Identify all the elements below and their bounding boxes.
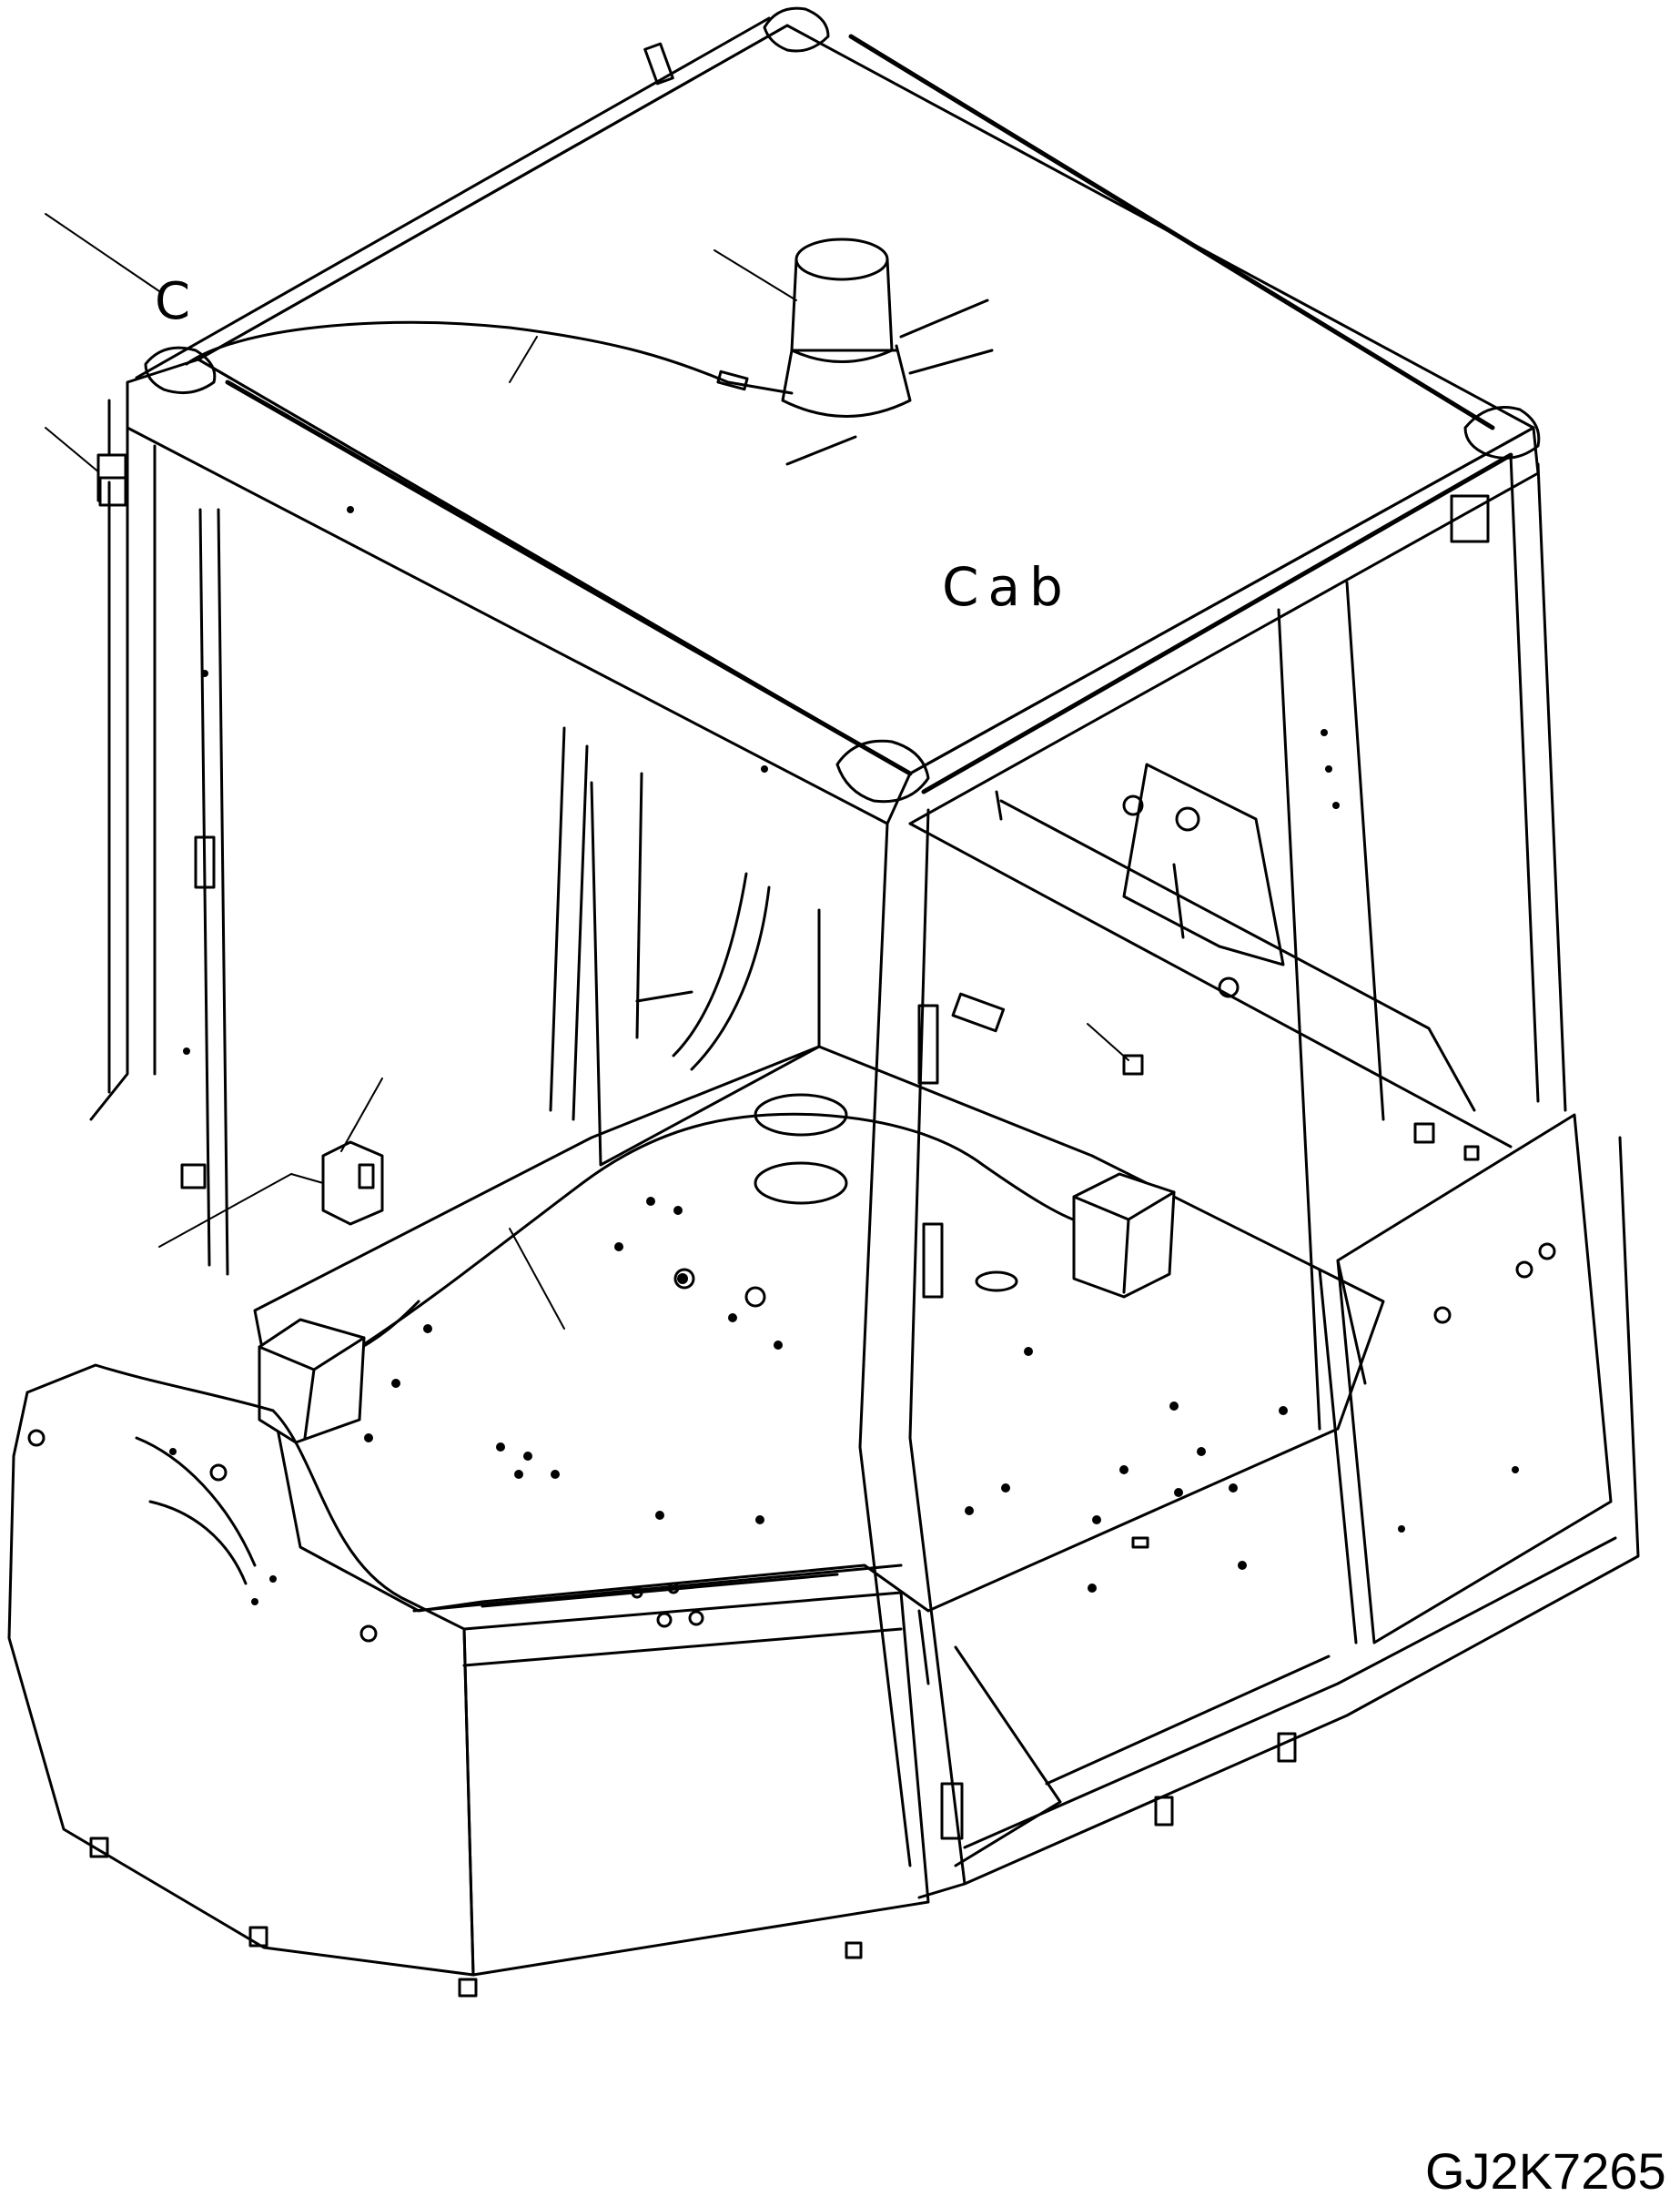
right-small-connector — [1087, 1023, 1144, 1076]
front-bottom-panel — [89, 1563, 930, 1998]
floor — [253, 1045, 1385, 1613]
relay-box-left — [258, 1318, 366, 1444]
leader-roof-harness — [509, 336, 538, 383]
left-console — [7, 1363, 475, 1977]
relay-box-right — [1072, 1172, 1176, 1299]
drawing-id: GJ2K7265 — [1425, 2142, 1666, 2200]
rear-wall — [590, 763, 1513, 1167]
floor-harness — [344, 1112, 1089, 1358]
right-base — [917, 1113, 1640, 1886]
roof-harness — [185, 320, 794, 395]
roof-corner-right — [1463, 406, 1541, 460]
roof-corner-back — [763, 6, 830, 53]
right-side-panel — [1336, 1113, 1613, 1644]
switch — [158, 1078, 384, 1248]
left-top-connector — [45, 399, 127, 507]
leader-floor-harness — [509, 1228, 565, 1330]
leader-left-connector — [45, 427, 101, 474]
beacon-lamp — [713, 238, 994, 466]
pillar-brackets — [180, 494, 1490, 1299]
roof-corner-front — [835, 739, 930, 804]
leader-beacon-lamp — [713, 249, 797, 301]
pillars — [89, 426, 1567, 1899]
callout-c-label: C — [155, 272, 190, 331]
callout-c: C — [45, 213, 190, 331]
floor-hole-3 — [975, 1270, 1018, 1292]
right-interior-bracket — [1122, 763, 1285, 966]
roof-corner-left — [144, 346, 217, 395]
leader-switch — [340, 1078, 383, 1152]
leader-c — [45, 213, 160, 292]
cab-label: Cab — [942, 556, 1072, 618]
floor-hole-2 — [754, 1161, 848, 1205]
